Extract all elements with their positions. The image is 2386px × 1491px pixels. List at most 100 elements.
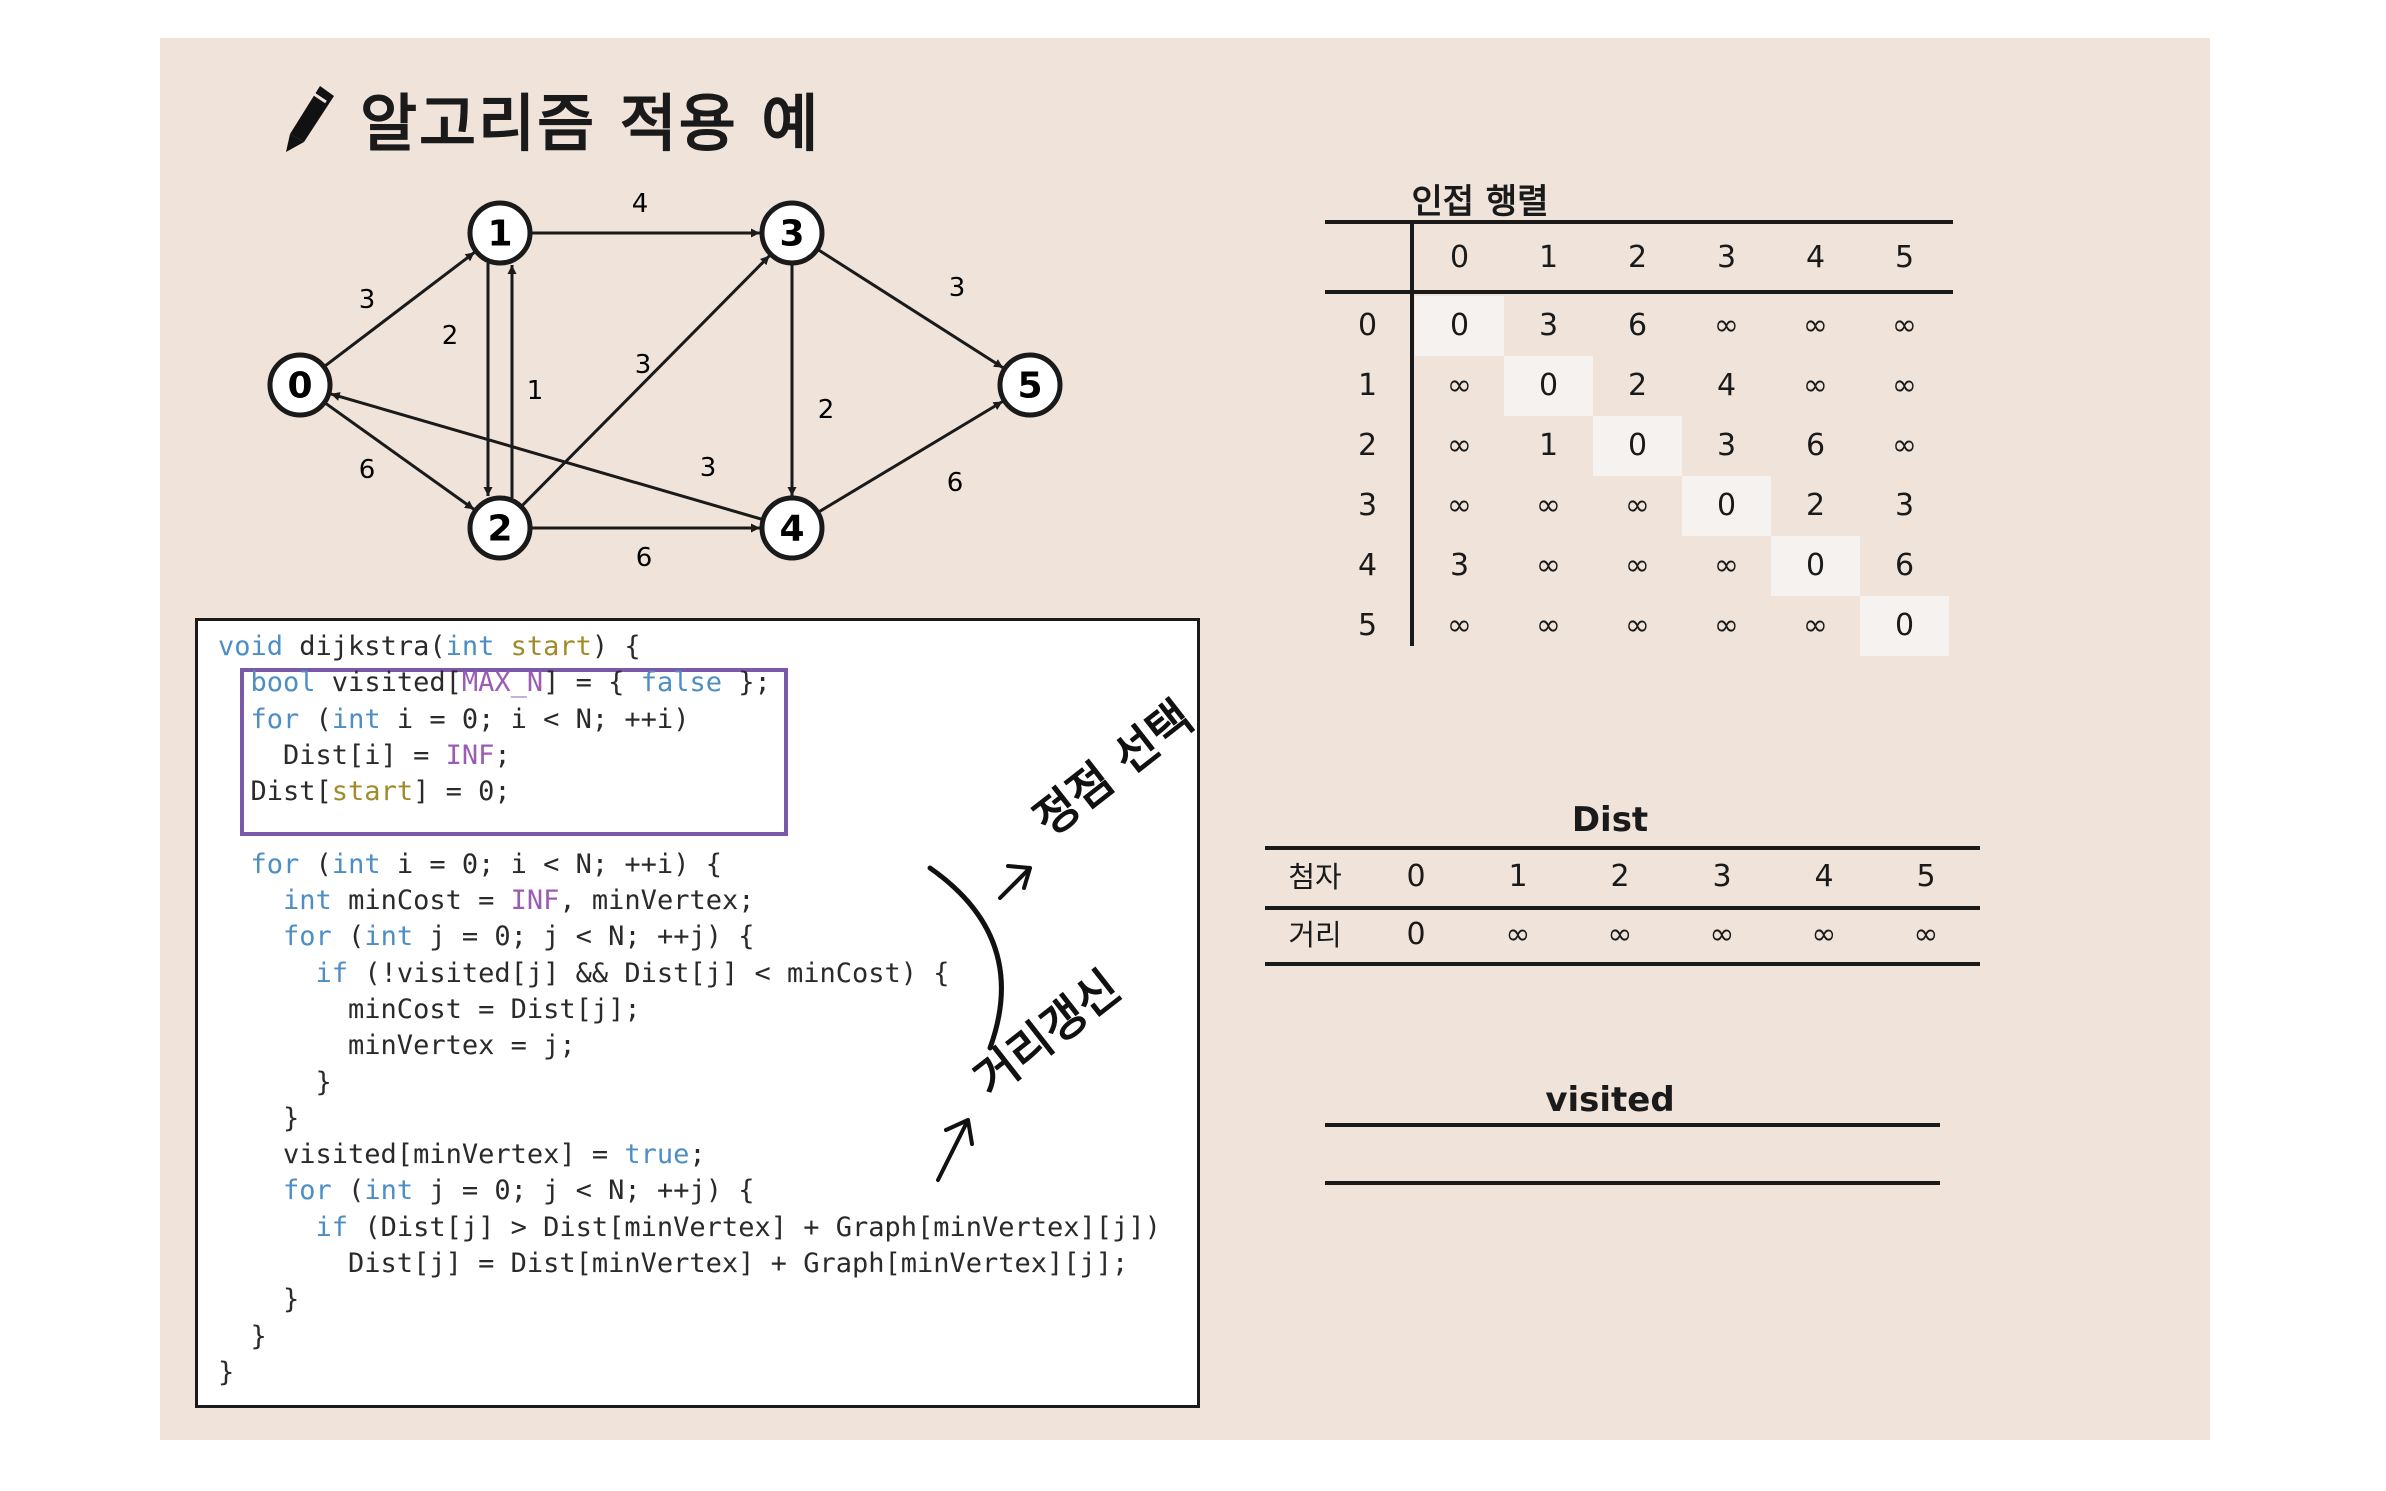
adjacency-cell-2-3: 3 (1716, 428, 1737, 463)
adjacency-cell-4-1: ∞ (1536, 548, 1561, 583)
adjacency-cell-0-5: ∞ (1892, 308, 1917, 343)
svg-text:2: 2 (487, 509, 512, 550)
adjacency-cell-3-3: 0 (1682, 476, 1771, 536)
edge-weight-4-0: 3 (700, 453, 717, 483)
visited-bottom-rule (1325, 1181, 1940, 1185)
dist-middle-rule (1265, 906, 1980, 910)
graph-node-0: 0 (267, 352, 333, 418)
adjacency-cell-4-2: ∞ (1625, 548, 1650, 583)
adjacency-col-header-3: 3 (1716, 240, 1737, 275)
edge-weight-3-4: 2 (818, 395, 835, 425)
edge-0-2 (323, 401, 475, 511)
adjacency-cell-0-1: 3 (1538, 308, 1559, 343)
adjacency-cell-4-4: 0 (1771, 536, 1860, 596)
adjacency-cell-3-2: ∞ (1625, 488, 1650, 523)
graph-edges (322, 228, 1004, 533)
adjacency-cell-1-2: 2 (1627, 368, 1648, 403)
svg-text:3: 3 (779, 214, 804, 255)
dist-index-label: 첨자 (1288, 860, 1342, 894)
adjacency-cell-3-1: ∞ (1536, 488, 1561, 523)
adjacency-cell-1-1: 0 (1504, 356, 1593, 416)
edge-weight-1-2: 2 (442, 321, 459, 351)
adjacency-col-header-1: 1 (1538, 240, 1559, 275)
adjacency-header-rule (1325, 290, 1953, 294)
dist-value-2: ∞ (1607, 917, 1633, 952)
title-row: 알고리즘 적용 예 (280, 68, 820, 168)
code-panel: void dijkstra(int start) { bool visited[… (195, 618, 1200, 1408)
adjacency-row-header-4: 4 (1357, 548, 1378, 583)
page-title: 알고리즘 적용 예 (360, 87, 821, 160)
adjacency-cell-2-4: 6 (1805, 428, 1826, 463)
adjacency-cell-2-5: ∞ (1892, 428, 1917, 463)
graph-node-1: 1 (467, 200, 533, 266)
graph-edge-weights: 3 6 4 2 1 3 6 2 3 3 6 (359, 189, 966, 573)
edge-weight-0-2: 6 (359, 455, 376, 485)
dist-value-3: ∞ (1709, 917, 1735, 952)
dist-value-5: ∞ (1913, 917, 1939, 952)
adjacency-cell-5-0: ∞ (1447, 608, 1472, 643)
edge-weight-2-3: 3 (635, 350, 652, 380)
edge-4-5 (816, 400, 1004, 514)
edge-weight-2-4: 6 (636, 543, 653, 573)
adjacency-cell-1-0: ∞ (1447, 368, 1472, 403)
adjacency-cell-5-4: ∞ (1803, 608, 1828, 643)
adjacency-cell-5-2: ∞ (1625, 608, 1650, 643)
dist-value-4: ∞ (1811, 917, 1837, 952)
dist-top-rule (1265, 846, 1980, 850)
adjacency-cell-3-4: 2 (1805, 488, 1826, 523)
edge-weight-3-5: 3 (949, 273, 966, 303)
dijkstra-code: void dijkstra(int start) { bool visited[… (218, 631, 1161, 1388)
adjacency-cell-0-0: 0 (1415, 296, 1504, 356)
graph-nodes: 0 1 2 3 4 5 (267, 200, 1063, 561)
visited-title: visited (1545, 1080, 1675, 1120)
adjacency-cell-4-0: 3 (1449, 548, 1470, 583)
svg-text:4: 4 (779, 509, 804, 550)
adjacency-title: 인접 행렬 (1411, 182, 1549, 222)
adjacency-cell-2-1: 1 (1538, 428, 1559, 463)
adjacency-cell-2-2: 0 (1593, 416, 1682, 476)
adjacency-cell-3-0: ∞ (1447, 488, 1472, 523)
adjacency-cell-1-3: 4 (1716, 368, 1737, 403)
adjacency-cell-5-1: ∞ (1536, 608, 1561, 643)
adjacency-cell-0-3: ∞ (1714, 308, 1739, 343)
edge-weight-0-1: 3 (359, 285, 376, 315)
edge-weight-4-5: 6 (947, 468, 964, 498)
adjacency-row-header-3: 3 (1357, 488, 1378, 523)
graph-node-4: 4 (759, 495, 825, 561)
edge-2-3 (520, 254, 771, 508)
weighted-directed-graph: 3 6 4 2 1 3 6 2 3 3 6 0 1 2 3 4 5 (267, 189, 1063, 573)
adjacency-top-rule (1325, 220, 1953, 224)
pencil-icon (286, 86, 334, 152)
adjacency-row-header-2: 2 (1357, 428, 1378, 463)
edge-0-1 (322, 251, 476, 369)
adjacency-cell-2-0: ∞ (1447, 428, 1472, 463)
dist-index-2: 2 (1610, 859, 1630, 894)
edge-weight-1-3: 4 (632, 189, 649, 219)
dist-value-1: ∞ (1505, 917, 1531, 952)
edge-3-5 (816, 247, 1004, 370)
adjacency-col-header-5: 5 (1894, 240, 1915, 275)
dist-value-0: 0 (1406, 917, 1426, 952)
dist-index-4: 4 (1814, 859, 1834, 894)
adjacency-cell-3-5: 3 (1894, 488, 1915, 523)
dist-index-1: 1 (1508, 859, 1528, 894)
adjacency-col-header-0: 0 (1449, 240, 1470, 275)
svg-text:5: 5 (1017, 366, 1042, 407)
initialization-highlight-box (240, 668, 788, 836)
adjacency-cell-1-4: ∞ (1803, 368, 1828, 403)
visited-top-rule (1325, 1123, 1940, 1127)
graph-node-2: 2 (467, 495, 533, 561)
dist-value-label: 거리 (1288, 918, 1342, 952)
graph-node-5: 5 (997, 352, 1063, 418)
adjacency-row-header-5: 5 (1357, 608, 1378, 643)
adjacency-cell-1-5: ∞ (1892, 368, 1917, 403)
adjacency-col-header-2: 2 (1627, 240, 1648, 275)
adjacency-cell-0-2: 6 (1627, 308, 1648, 343)
adjacency-row-header-1: 1 (1357, 368, 1378, 403)
dist-index-3: 3 (1712, 859, 1732, 894)
graph-node-3: 3 (759, 200, 825, 266)
adjacency-col-header-4: 4 (1805, 240, 1826, 275)
